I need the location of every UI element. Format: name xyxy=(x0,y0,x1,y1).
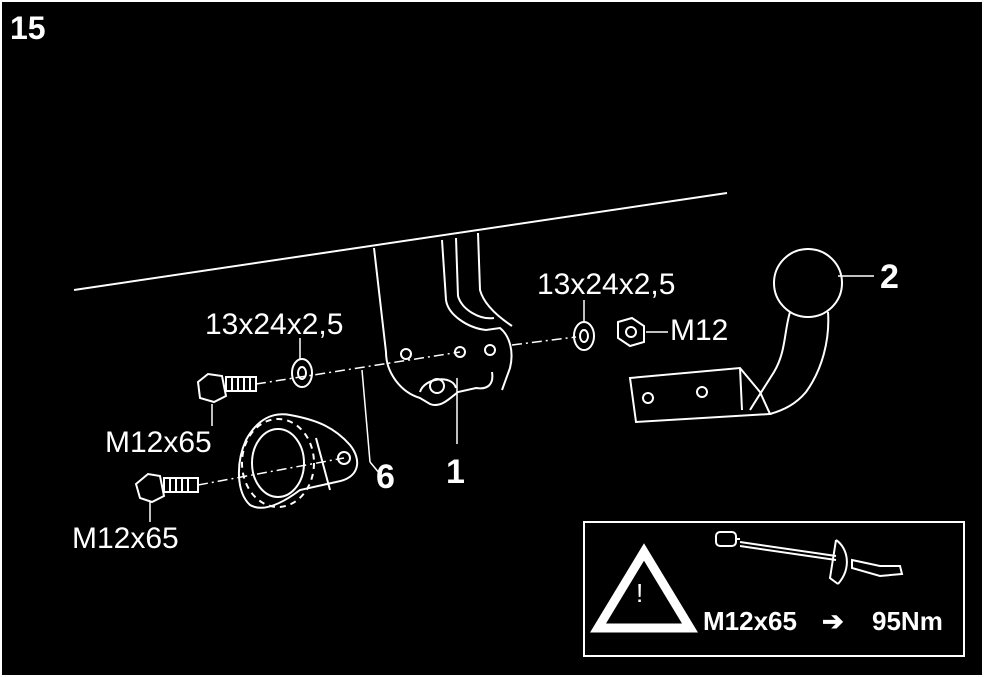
assembly-axis-lines xyxy=(197,336,577,486)
torque-wrench-icon xyxy=(715,531,904,585)
nut-m12 xyxy=(617,316,645,348)
washer-right xyxy=(573,321,595,351)
washer-left-label: 13x24x2,5 xyxy=(205,308,344,341)
washer-right-label: 13x24x2,5 xyxy=(537,268,676,301)
bolt-lower xyxy=(134,472,199,504)
bolt-upper xyxy=(196,372,257,404)
torque-value-label: 95Nm xyxy=(872,606,943,636)
part-1-label: 1 xyxy=(446,453,465,491)
leader-lines xyxy=(149,275,874,522)
torque-warning-panel xyxy=(583,521,965,657)
part-6-label: 6 xyxy=(376,458,395,496)
bolt-upper-label: M12x65 xyxy=(105,426,212,459)
mounting-bracket xyxy=(373,232,513,406)
washer-left xyxy=(291,358,313,388)
part-2-label: 2 xyxy=(880,258,899,296)
warning-symbol: ! xyxy=(636,578,644,608)
warning-triangle-icon xyxy=(590,543,698,633)
torque-bolt-label: M12x65 xyxy=(703,606,797,636)
step-number: 15 xyxy=(10,10,46,46)
bolt-lower-label: M12x65 xyxy=(72,522,179,555)
vehicle-underbody-line xyxy=(73,192,728,291)
nut-label: M12 xyxy=(670,314,729,347)
arrow-icon: ➔ xyxy=(822,606,844,636)
mounting-plate xyxy=(237,413,359,509)
tow-ball-coupling xyxy=(628,248,843,424)
